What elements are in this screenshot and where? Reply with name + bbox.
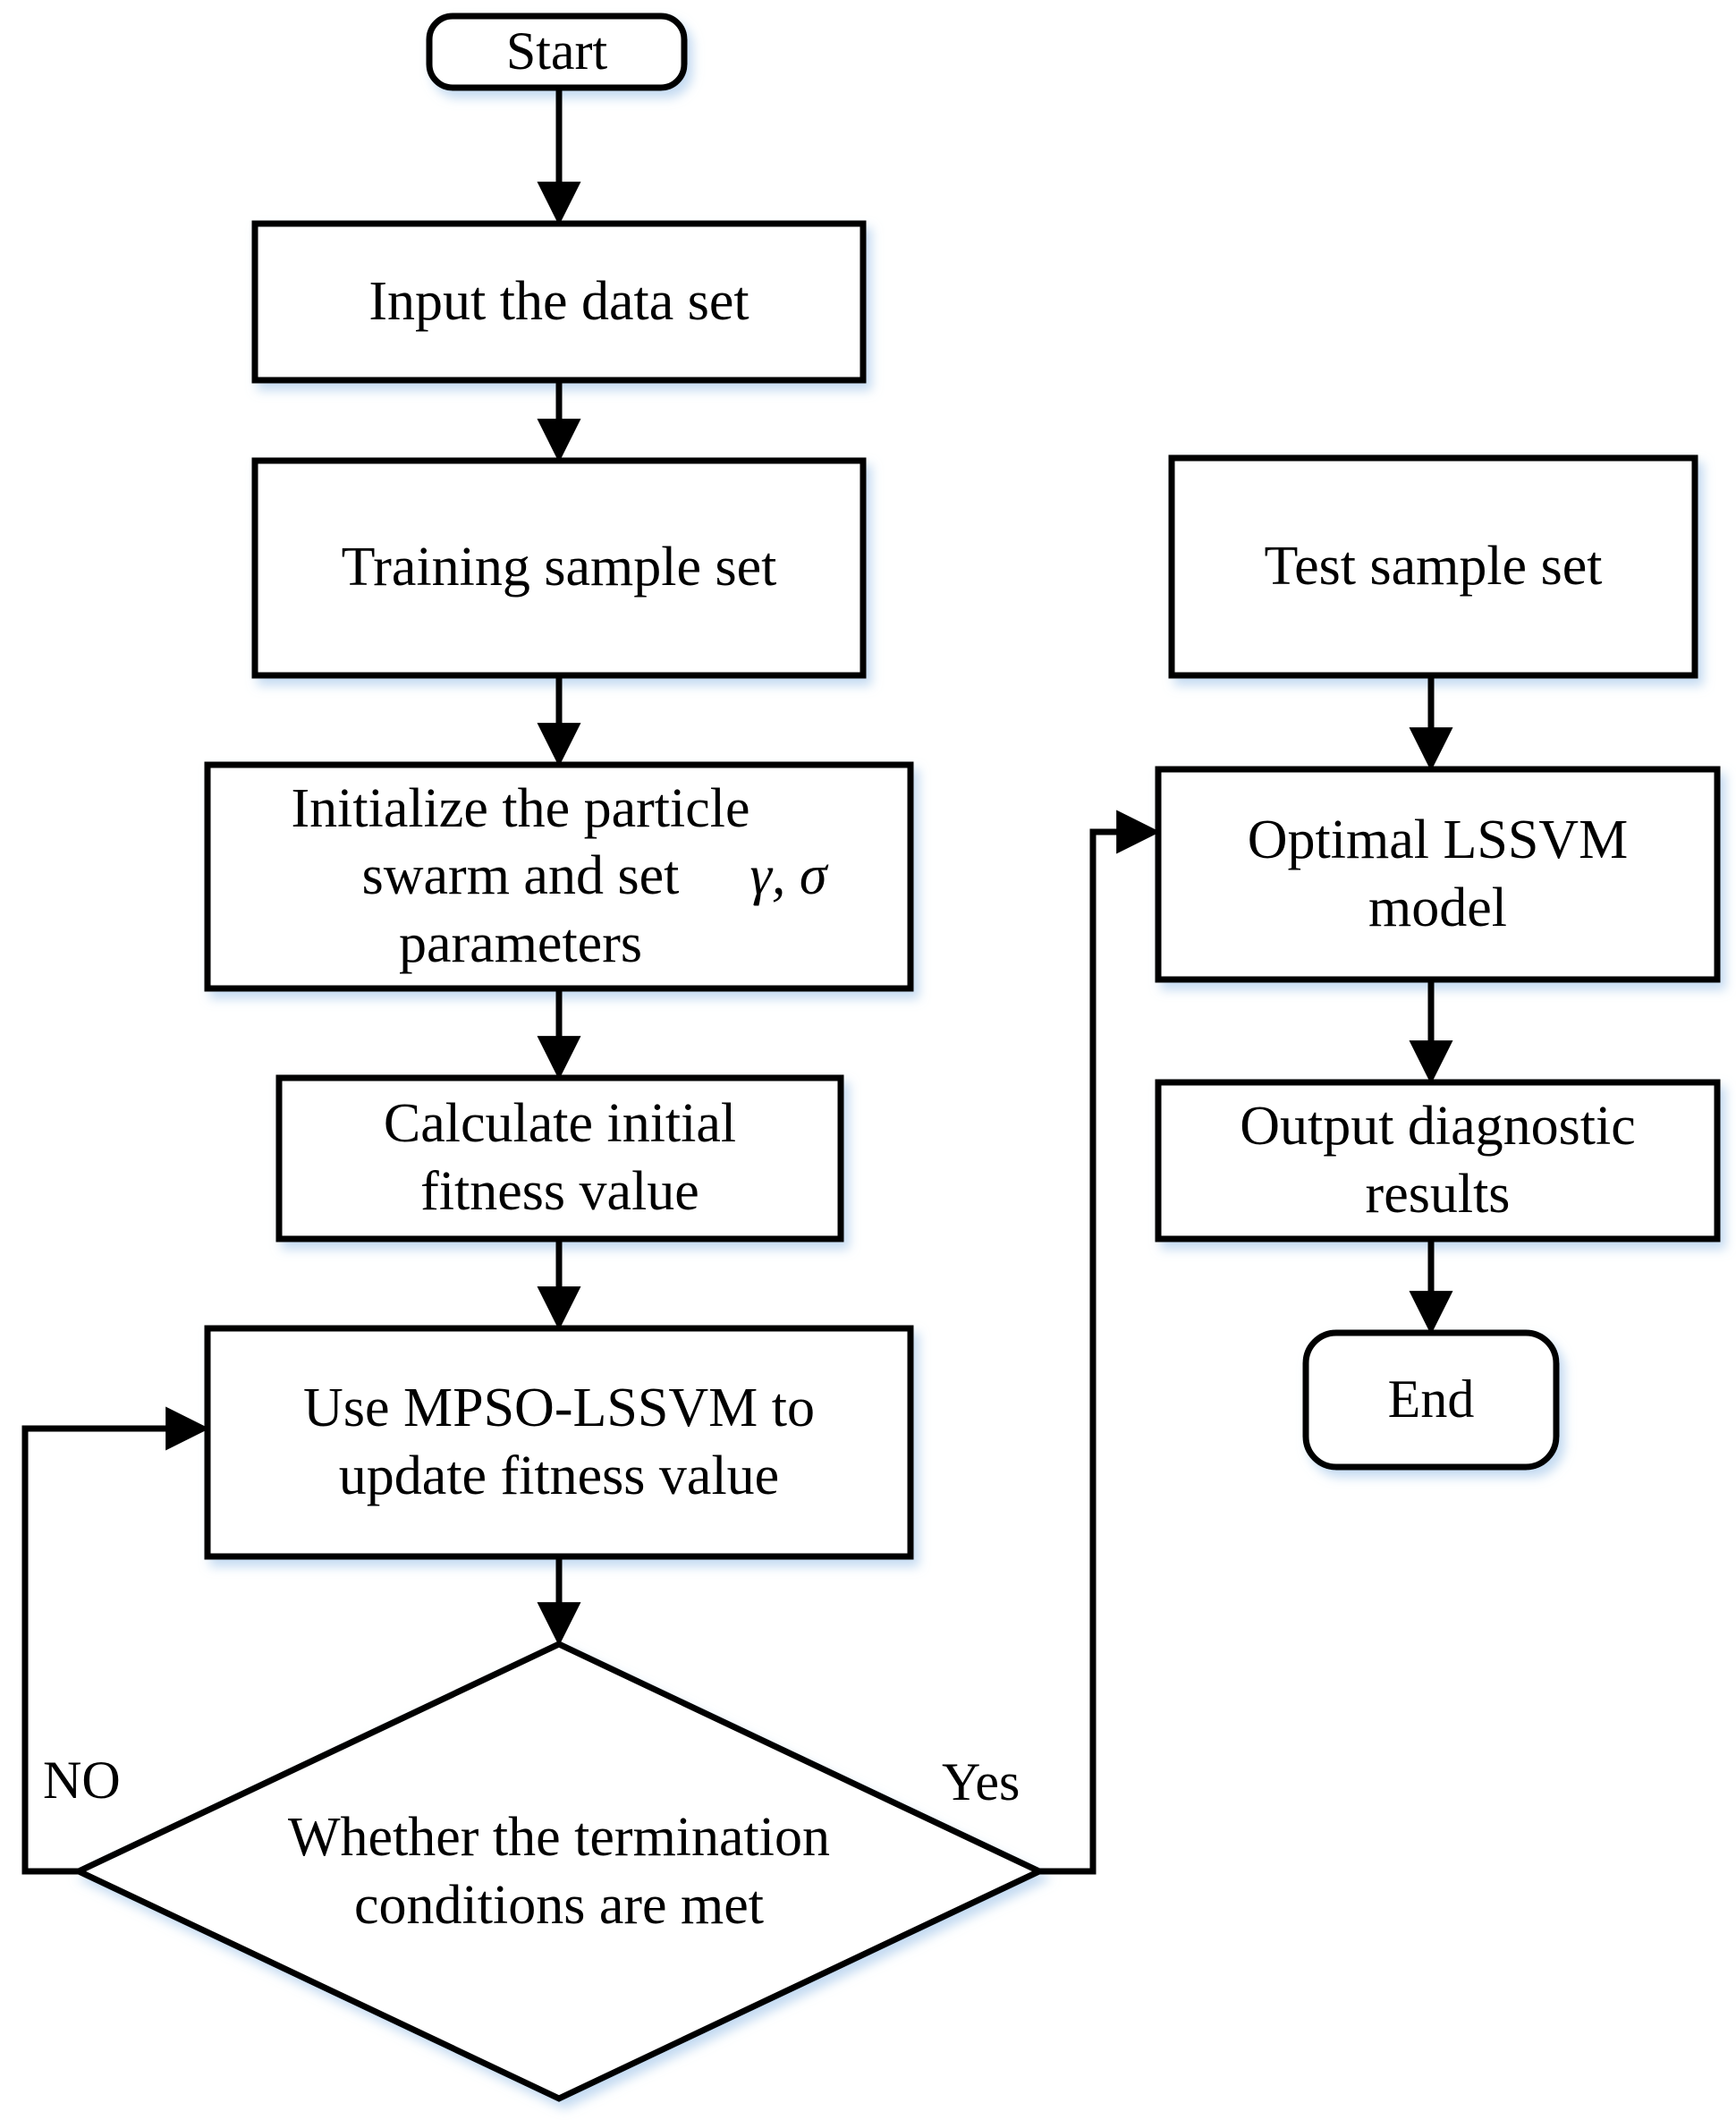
edge-label-yes: Yes — [942, 1752, 1020, 1811]
node-termination-decision-shape — [71, 1641, 1047, 2102]
edge-decision-no-to-mpso — [21, 1406, 210, 1875]
node-use-mpso-lssvm-shape — [204, 1325, 914, 1560]
node-test-sample-set-shape — [1168, 454, 1698, 679]
edge-label-no: NO — [43, 1751, 121, 1810]
node-output-diagnostic-results-shape — [1155, 1079, 1721, 1242]
node-input-data-set-shape — [251, 220, 867, 384]
node-training-sample-set-shape — [251, 457, 867, 679]
node-optimal-lssvm-model-shape — [1155, 766, 1721, 983]
node-start-shape — [426, 13, 688, 91]
node-end-shape — [1302, 1329, 1560, 1471]
node-calculate-initial-fitness-shape — [275, 1074, 844, 1242]
edge-decision-yes-to-model — [1039, 810, 1161, 1875]
node-initialize-particle-swarm-shape — [204, 761, 914, 992]
